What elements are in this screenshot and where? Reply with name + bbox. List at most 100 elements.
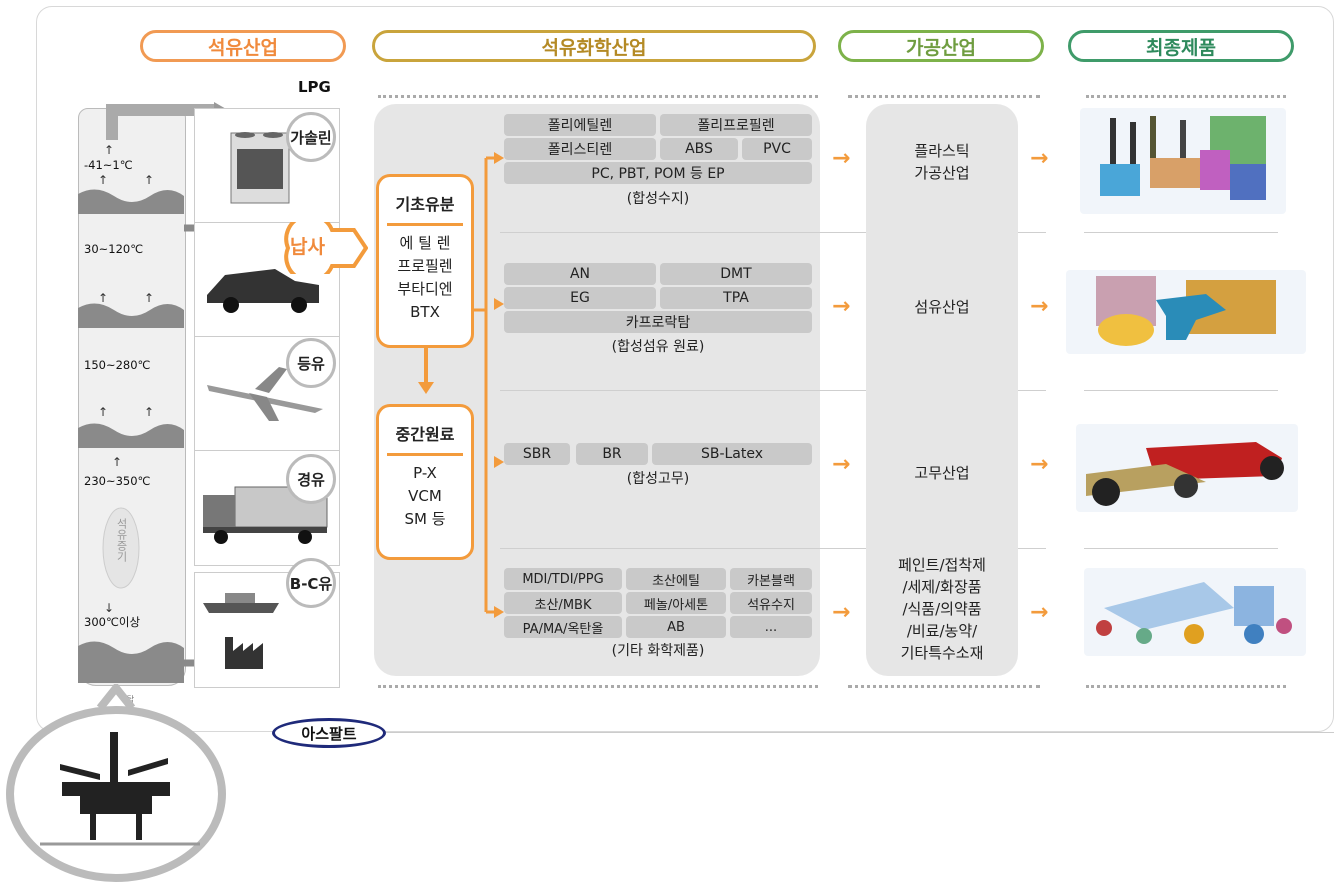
dotted-line-petrochem-bottom bbox=[378, 685, 818, 688]
svg-text:↑: ↑ bbox=[144, 173, 154, 187]
arrow-plastic-to-final: → bbox=[1030, 146, 1049, 171]
arrow-rubberind-to-final: → bbox=[1030, 452, 1049, 477]
naphtha-label: 납사 bbox=[290, 236, 325, 258]
chip-sb-latex: SB-Latex bbox=[652, 443, 812, 465]
row-separator-2 bbox=[500, 390, 1046, 391]
chip-carbon-black: 카본블랙 bbox=[730, 568, 812, 590]
branch-connector bbox=[474, 152, 504, 618]
basic-item-propylene: 프로필렌 bbox=[397, 257, 453, 275]
chip-etc: ... bbox=[730, 616, 812, 638]
chemical-products-icon bbox=[1096, 582, 1292, 644]
chip-polypropylene: 폴리프로필렌 bbox=[660, 114, 812, 136]
row-separator-1 bbox=[500, 232, 1046, 233]
temp-label-4: 230~350℃ bbox=[84, 474, 151, 488]
temp-label-2: 30~120℃ bbox=[84, 242, 144, 256]
chip-ab: AB bbox=[626, 616, 726, 638]
chip-abs: ABS bbox=[660, 138, 738, 160]
chip-br: BR bbox=[576, 443, 648, 465]
arrow-resin-to-processing: → bbox=[832, 146, 851, 171]
chip-mdi-tdi-ppg: MDI/TDI/PPG bbox=[504, 568, 622, 590]
electronics-products-icon bbox=[1100, 116, 1266, 200]
chip-ethyl-acetate: 초산에틸 bbox=[626, 568, 726, 590]
processing-other-line4: /비료/농약/ bbox=[906, 622, 978, 640]
lpg-label: LPG bbox=[298, 78, 331, 96]
basic-to-intermediate-arrow bbox=[418, 348, 434, 394]
vapor-label: 석유증기 bbox=[115, 518, 128, 562]
final-product-textiles bbox=[1066, 270, 1306, 354]
chip-pa-ma-octanol: PA/MA/옥탄올 bbox=[504, 616, 622, 638]
processing-other: 페인트/접착제 /세제/화장품 /식품/의약품 /비료/농약/ 기타특수소재 bbox=[866, 554, 1018, 664]
svg-text:↑: ↑ bbox=[104, 143, 114, 157]
chip-dmt: DMT bbox=[660, 263, 812, 285]
naphtha-arrow bbox=[284, 222, 368, 274]
svg-text:↑: ↑ bbox=[98, 173, 108, 187]
asphalt-badge: 아스팔트 bbox=[272, 718, 386, 748]
final-separator-3 bbox=[1084, 548, 1278, 549]
basic-item-btx: BTX bbox=[410, 303, 440, 321]
intermediate-item-vcm: VCM bbox=[408, 487, 442, 505]
final-separator-2 bbox=[1084, 390, 1278, 391]
basic-item-butadiene: 부타디엔 bbox=[397, 280, 453, 298]
processing-panel bbox=[866, 104, 1018, 676]
caption-synthetic-resin: (합성수지) bbox=[626, 191, 690, 207]
chip-sbr: SBR bbox=[504, 443, 570, 465]
intermediate-box: 중간원료 P-X VCM SM 등 bbox=[376, 404, 474, 560]
chip-polyethylene: 폴리에틸렌 bbox=[504, 114, 656, 136]
temp-label-1: -41~1℃ bbox=[84, 158, 133, 172]
dotted-line-processing-top bbox=[848, 95, 1040, 98]
chip-petroleum-resin: 석유수지 bbox=[730, 592, 812, 614]
dotted-line-final-top bbox=[1086, 95, 1286, 98]
svg-text:↓: ↓ bbox=[104, 601, 114, 615]
caption-other-chemicals: (기타 화학제품) bbox=[611, 643, 705, 659]
kerosene-badge: 등유 bbox=[286, 338, 336, 388]
stove-icon bbox=[230, 132, 290, 204]
intermediate-item-px: P-X bbox=[413, 464, 437, 482]
airplane-icon bbox=[207, 367, 323, 421]
asphalt-line bbox=[386, 732, 1334, 733]
vehicle-products-icon bbox=[1086, 442, 1284, 506]
basic-fractions-box: 기초유분 에 틸 렌 프로필렌 부타디엔 BTX bbox=[376, 174, 474, 348]
chip-phenol-acetone: 페놀/아세톤 bbox=[626, 592, 726, 614]
header-petrochemical-industry: 석유화학산업 bbox=[372, 30, 816, 62]
bc-oil-badge: B-C유 bbox=[286, 558, 336, 608]
tower-pipes: ↑ ↑↑ ↑↑ ↑↑ ↑ ↓ bbox=[78, 102, 226, 683]
basic-fractions-title: 기초유분 bbox=[395, 195, 455, 214]
header-processing-industry: 가공산업 bbox=[838, 30, 1044, 62]
intermediate-divider bbox=[387, 453, 463, 456]
chip-acetic-acid-mbk: 초산/MBK bbox=[504, 592, 622, 614]
svg-text:↑: ↑ bbox=[144, 291, 154, 305]
gasoline-badge: 가솔린 bbox=[286, 112, 336, 162]
temp-label-5: 300℃이상 bbox=[84, 615, 141, 629]
oil-platform-bubble bbox=[6, 684, 226, 882]
ship-factory-icon bbox=[203, 593, 279, 669]
chip-an: AN bbox=[504, 263, 656, 285]
chip-engineering-plastics: PC, PBT, POM 등 EP bbox=[504, 162, 812, 184]
processing-plastic: 플라스틱 가공산업 bbox=[866, 140, 1018, 184]
textile-products-icon bbox=[1096, 276, 1276, 346]
final-product-vehicles bbox=[1076, 424, 1298, 512]
processing-plastic-line2: 가공산업 bbox=[914, 164, 970, 182]
dotted-line-petrochem-top bbox=[378, 95, 818, 98]
arrow-other-to-processing: → bbox=[832, 600, 851, 625]
chip-polystyrene: 폴리스티렌 bbox=[504, 138, 656, 160]
chip-tpa: TPA bbox=[660, 287, 812, 309]
processing-other-line2: /세제/화장품 bbox=[902, 578, 982, 596]
caption-synthetic-rubber: (합성고무) bbox=[626, 471, 690, 487]
diesel-badge: 경유 bbox=[286, 454, 336, 504]
chip-eg: EG bbox=[504, 287, 656, 309]
basic-item-ethylene: 에 틸 렌 bbox=[399, 234, 451, 252]
final-product-electronics bbox=[1080, 108, 1286, 214]
final-separator-1 bbox=[1084, 232, 1278, 233]
dotted-line-final-bottom bbox=[1086, 685, 1286, 688]
row-separator-3 bbox=[500, 548, 1046, 549]
svg-text:↑: ↑ bbox=[98, 405, 108, 419]
header-final-products: 최종제품 bbox=[1068, 30, 1294, 62]
svg-text:↑: ↑ bbox=[112, 455, 122, 469]
processing-fiber: 섬유산업 bbox=[914, 298, 970, 316]
processing-other-line3: /식품/의약품 bbox=[902, 600, 982, 618]
chip-caprolactam: 카프로락탐 bbox=[504, 311, 812, 333]
processing-plastic-line1: 플라스틱 bbox=[914, 142, 970, 160]
svg-text:↑: ↑ bbox=[98, 291, 108, 305]
chip-pvc: PVC bbox=[742, 138, 812, 160]
intermediate-item-sm: SM 등 bbox=[404, 510, 446, 528]
